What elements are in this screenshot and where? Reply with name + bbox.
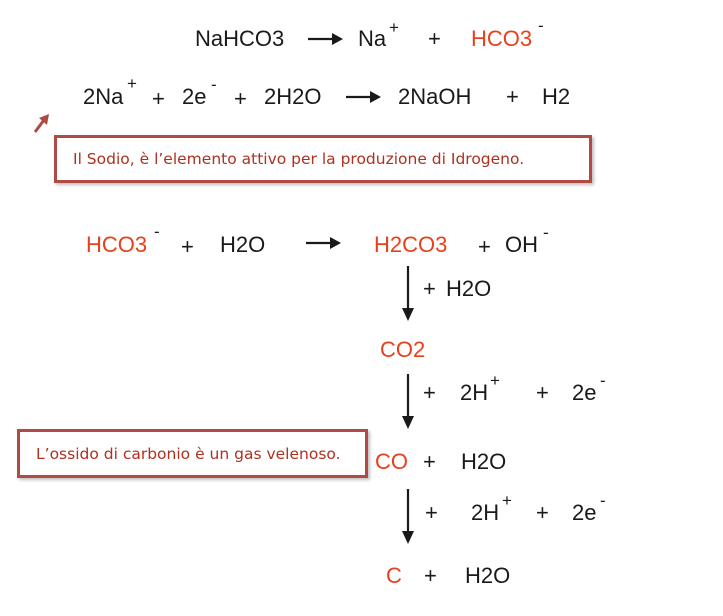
product-2naoh: 2NaOH — [398, 84, 472, 109]
product-h2co3: H2CO3 — [374, 232, 448, 257]
callout-sodium-text: Il Sodio, è l’elemento attivo per la pro… — [73, 150, 525, 168]
reactant-nahco3: NaHCO3 — [195, 26, 285, 51]
na-charge: + — [127, 74, 137, 93]
pointer-arrow-icon — [33, 114, 49, 133]
plus-sign: + — [478, 234, 491, 259]
step3-plus: + — [425, 500, 438, 525]
callout-co-text: L’ossido di carbonio è un gas velenoso. — [36, 444, 341, 463]
plus-sign: + — [423, 449, 436, 474]
na-charge: + — [389, 18, 399, 37]
step1-h2o: H2O — [446, 276, 492, 301]
step2-2e: 2e — [572, 380, 597, 405]
electrons: 2e — [182, 84, 207, 109]
reactant-hco3: HCO3 — [86, 232, 148, 257]
right-arrow-icon — [306, 237, 341, 249]
h-charge: + — [502, 491, 512, 510]
step3-2e: 2e — [572, 500, 597, 525]
step2-plus: + — [423, 380, 436, 405]
product-h2: H2 — [542, 84, 571, 109]
product-oh: OH — [505, 232, 538, 257]
hco3-charge: - — [538, 16, 544, 35]
step1-plus: + — [423, 276, 436, 301]
reactant-2h2o: 2H2O — [264, 84, 322, 109]
product-h2o: H2O — [465, 563, 511, 588]
right-arrow-icon — [346, 91, 381, 103]
electron-charge: - — [211, 75, 217, 94]
product-co2: CO2 — [380, 337, 426, 362]
electron-charge: - — [600, 491, 606, 510]
oh-charge: - — [543, 223, 549, 242]
step2-plus: + — [536, 380, 549, 405]
product-co: CO — [375, 449, 408, 474]
callout-co: L’ossido di carbonio è un gas velenoso. — [17, 429, 368, 478]
plus-sign: + — [424, 563, 437, 588]
h-charge: + — [490, 371, 500, 390]
electron-charge: - — [600, 371, 606, 390]
plus-sign: + — [152, 86, 165, 111]
down-arrow-icon — [402, 266, 414, 321]
step3-2h: 2H — [471, 500, 500, 525]
reactant-h2o: H2O — [220, 232, 266, 257]
product-c: C — [386, 563, 402, 588]
product-h2o: H2O — [461, 449, 507, 474]
plus-sign: + — [181, 234, 194, 259]
plus-sign: + — [234, 86, 247, 111]
hco3-charge: - — [154, 222, 160, 241]
callout-sodium: Il Sodio, è l’elemento attivo per la pro… — [54, 135, 592, 183]
down-arrow-icon — [402, 489, 414, 544]
down-arrow-icon — [402, 374, 414, 429]
reactant-2na: 2Na — [83, 84, 124, 109]
plus-sign: + — [428, 26, 441, 51]
step2-2h: 2H — [460, 380, 489, 405]
plus-sign: + — [506, 84, 519, 109]
step3-plus: + — [536, 500, 549, 525]
product-na: Na — [358, 26, 387, 51]
right-arrow-icon — [308, 33, 343, 45]
product-hco3: HCO3 — [471, 26, 533, 51]
